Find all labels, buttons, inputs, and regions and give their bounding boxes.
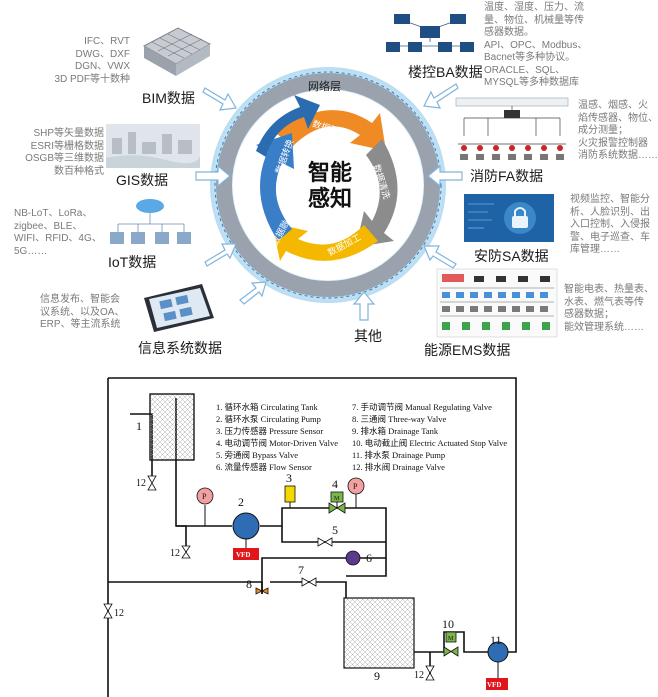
bim-title: BIM数据 [142, 90, 195, 106]
svg-text:12: 12 [170, 548, 180, 559]
svg-text:11: 11 [490, 633, 502, 647]
ems-description: 智能电表、热量表、 水表、燃气表等传 感器数据； 能效管理系统…… [564, 284, 654, 333]
gis-thumbnail [106, 124, 200, 168]
svg-text:7: 7 [298, 563, 304, 577]
network-layer-label: 网络层 [308, 81, 341, 93]
svg-text:1: 1 [136, 419, 142, 433]
ems-thumbnail [436, 268, 558, 338]
perception-diagram: 网络层 数据配置 数据清洗 数据加工 数据融合 数据转换 智能 感知 IFC、R… [14, 2, 658, 358]
bim-description: IFC、RVT DWG、DXF DGN、VWX 3D PDF等十数种 [54, 36, 130, 85]
inflow-arrows [195, 83, 463, 321]
cycle-arrow-convert [256, 95, 320, 157]
svg-text:7. 手动调节阀 Manual Regulating Val: 7. 手动调节阀 Manual Regulating Valve [352, 402, 492, 412]
flow-sensor [345, 550, 361, 566]
drainage-valve-d [425, 665, 435, 681]
bim-thumbnail [138, 18, 214, 78]
center-title-line1: 智能 [307, 160, 352, 185]
p-mark-right: P [353, 482, 358, 491]
ba-title: 楼控BA数据 [408, 64, 483, 80]
perception-ring [210, 67, 446, 303]
cycle-arrow-config [276, 110, 386, 151]
stop-valve-actuator [445, 631, 457, 643]
vfd-label-pump: VFD [236, 551, 250, 559]
pressure-gauge-left [196, 487, 214, 505]
svg-text:6: 6 [366, 551, 372, 565]
fa-title: 消防FA数据 [470, 168, 544, 184]
legend-left: 1. 循环水箱 Circulating Tank 2. 循环水泵 Circula… [216, 402, 338, 472]
drainage-valve-c [103, 603, 113, 619]
sa-thumbnail [464, 194, 554, 242]
svg-text:5. 旁通阀 Bypass Valve: 5. 旁通阀 Bypass Valve [216, 450, 298, 460]
ems-title: 能源EMS数据 [424, 342, 511, 358]
iot-description: NB-LoT、LoRa、 zigbee、BLE、 WIFI、RFID、4G、 5… [14, 208, 102, 257]
circulating-tank [149, 393, 195, 461]
svg-text:12. 排水阀 Drainage Valve: 12. 排水阀 Drainage Valve [352, 462, 445, 472]
svg-text:2: 2 [238, 495, 244, 509]
iot-title: IoT数据 [108, 254, 157, 270]
cycle-arrow-process [272, 223, 378, 261]
fa-thumbnail [454, 96, 570, 162]
ba-description: 温度、湿度、压力、流 量、物位、机械量等传 感器数据。 API、OPC、Modb… [484, 2, 588, 88]
gis-description: SHP等矢量数据 ESRI等栅格数据 OSGB等三维数据 数百种格式 [25, 128, 104, 177]
svg-text:5: 5 [332, 523, 338, 537]
motor-driven-valve [328, 502, 346, 514]
gis-title: GIS数据 [116, 172, 169, 188]
pressure-gauge-right [347, 477, 365, 495]
svg-text:9. 排水箱 Drainage Tank: 9. 排水箱 Drainage Tank [352, 426, 439, 436]
other-title: 其他 [354, 328, 382, 344]
three-way-valve [255, 587, 269, 595]
svg-text:3: 3 [286, 471, 292, 485]
manual-regulating-valve [301, 577, 317, 587]
pressure-sensor [284, 485, 296, 503]
info-description: 信息发布、智能会 议系统、以及OA、 ERP、等主流系统 [40, 294, 125, 330]
svg-text:4. 电动调节阀 Motor-Driven Valve: 4. 电动调节阀 Motor-Driven Valve [216, 438, 338, 448]
center-title-line2: 感知 [307, 186, 352, 211]
svg-text:4: 4 [332, 477, 338, 491]
cycle-arrow-fusion [256, 133, 294, 241]
svg-text:3. 压力传感器 Pressure Sensor: 3. 压力传感器 Pressure Sensor [216, 426, 323, 436]
hydraulic-schematic: 1. 循环水箱 Circulating Tank 2. 循环水泵 Circula… [103, 377, 517, 697]
svg-text:10: 10 [442, 617, 454, 631]
drainage-valve-b [181, 545, 191, 559]
drainage-pump-vfd [486, 678, 508, 690]
bypass-valve [317, 537, 333, 547]
legend-right: 7. 手动调节阀 Manual Regulating Valve 8. 三通阀 … [352, 402, 507, 472]
svg-text:12: 12 [136, 478, 146, 489]
m-mark-stop-valve: M [448, 636, 454, 642]
svg-text:8: 8 [246, 577, 252, 591]
fa-description: 温感、烟感、火 焰传感器、物位、 成分测量； 火灾报警控制器 消防系统数据…… [578, 100, 658, 161]
p-mark-left: P [202, 492, 207, 501]
svg-text:8. 三通阀 Three-way Valve: 8. 三通阀 Three-way Valve [352, 414, 446, 424]
network-ring [216, 73, 440, 297]
info-thumbnail [140, 280, 218, 336]
svg-text:6. 流量传感器 Flow Sensor: 6. 流量传感器 Flow Sensor [216, 462, 312, 472]
circulating-pump [232, 512, 260, 540]
svg-text:1. 循环水箱 Circulating Tank: 1. 循环水箱 Circulating Tank [216, 402, 318, 412]
pump-vfd [233, 548, 259, 560]
sa-title: 安防SA数据 [474, 248, 549, 264]
sa-description: 视频监控、智能分 析、人脸识别、出 入口控制、入侵报 警、电子巡查、车 库管理…… [570, 194, 650, 255]
svg-text:9: 9 [374, 669, 380, 683]
drainage-tank [343, 597, 415, 669]
svg-text:12: 12 [414, 670, 424, 681]
svg-text:2. 循环水泵 Circulating Pump: 2. 循环水泵 Circulating Pump [216, 414, 321, 424]
component-numbers: 1 2 3 4 5 6 7 8 9 10 11 12 12 12 12 [114, 419, 502, 683]
svg-text:12: 12 [114, 608, 124, 619]
cycle-arrow-clean [356, 139, 398, 247]
m-mark-motor-valve: M [334, 496, 340, 502]
svg-text:10. 电动截止阀 Electric Actuated St: 10. 电动截止阀 Electric Actuated Stop Valve [352, 438, 507, 448]
svg-text:11. 排水泵 Drainage Pump: 11. 排水泵 Drainage Pump [352, 450, 445, 460]
drainage-valve-a [147, 475, 157, 491]
iot-thumbnail [98, 196, 202, 250]
vfd-label-drain-pump: VFD [487, 681, 501, 689]
info-title: 信息系统数据 [138, 340, 222, 356]
electric-stop-valve [443, 646, 459, 657]
ba-thumbnail [382, 10, 478, 60]
center-title: 智能 感知 [300, 160, 360, 212]
